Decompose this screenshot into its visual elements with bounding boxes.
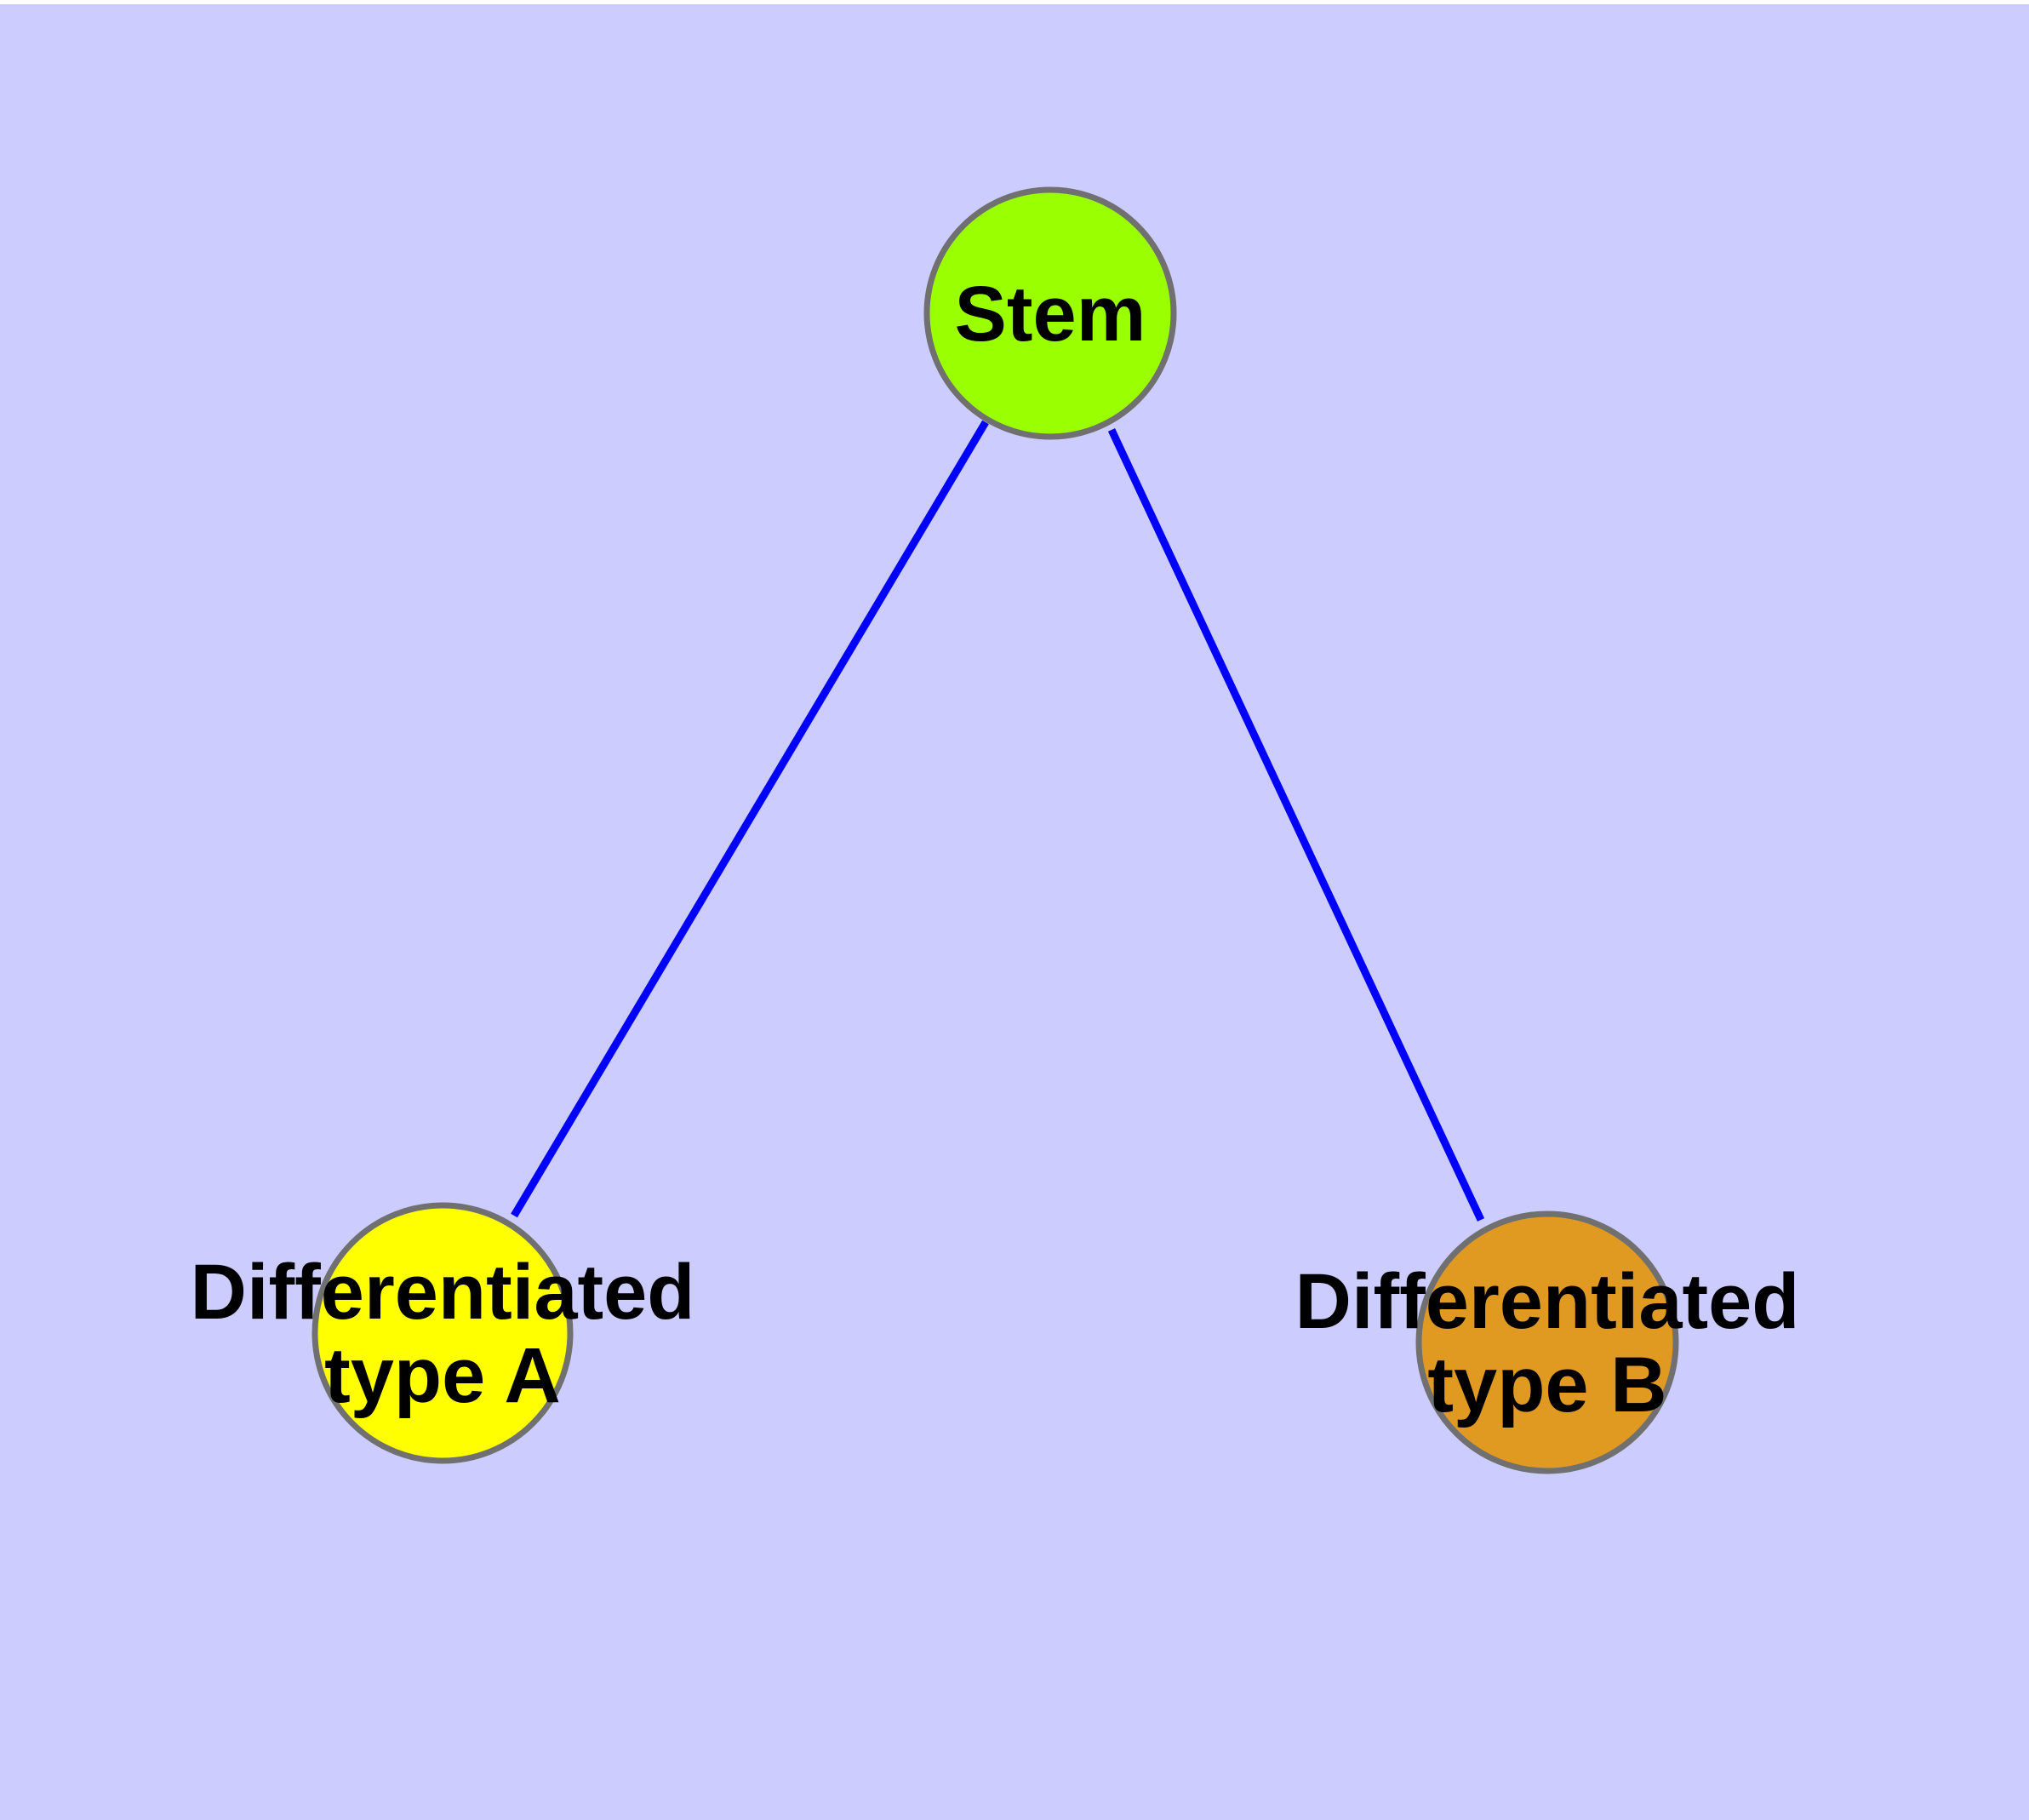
node-differentiated-type-a-label-line-1: Differentiated — [191, 1249, 695, 1336]
node-differentiated-type-a-circle[interactable] — [311, 1202, 574, 1464]
edge-stem-to-differentiated-type-b[interactable] — [1107, 428, 1485, 1222]
node-differentiated-type-b-label-line-2: type B — [1427, 1342, 1666, 1428]
edges-group — [511, 420, 1485, 1222]
node-differentiated-type-b[interactable]: Differentiated type B — [1295, 1210, 1800, 1474]
node-differentiated-type-b-label-line-1: Differentiated — [1295, 1258, 1800, 1345]
node-differentiated-type-b-circle[interactable] — [1415, 1210, 1679, 1474]
node-differentiated-type-a[interactable]: Differentiated type A — [191, 1202, 695, 1464]
nodes-group: Stem Differentiated type A Differentiate… — [191, 186, 1800, 1474]
node-stem-label-line-1: Stem — [955, 271, 1146, 358]
edge-stem-to-differentiated-type-a[interactable] — [511, 420, 989, 1218]
node-differentiated-type-a-label-line-2: type A — [324, 1332, 561, 1419]
node-stem[interactable]: Stem — [923, 186, 1177, 440]
node-stem-circle[interactable] — [923, 186, 1177, 440]
